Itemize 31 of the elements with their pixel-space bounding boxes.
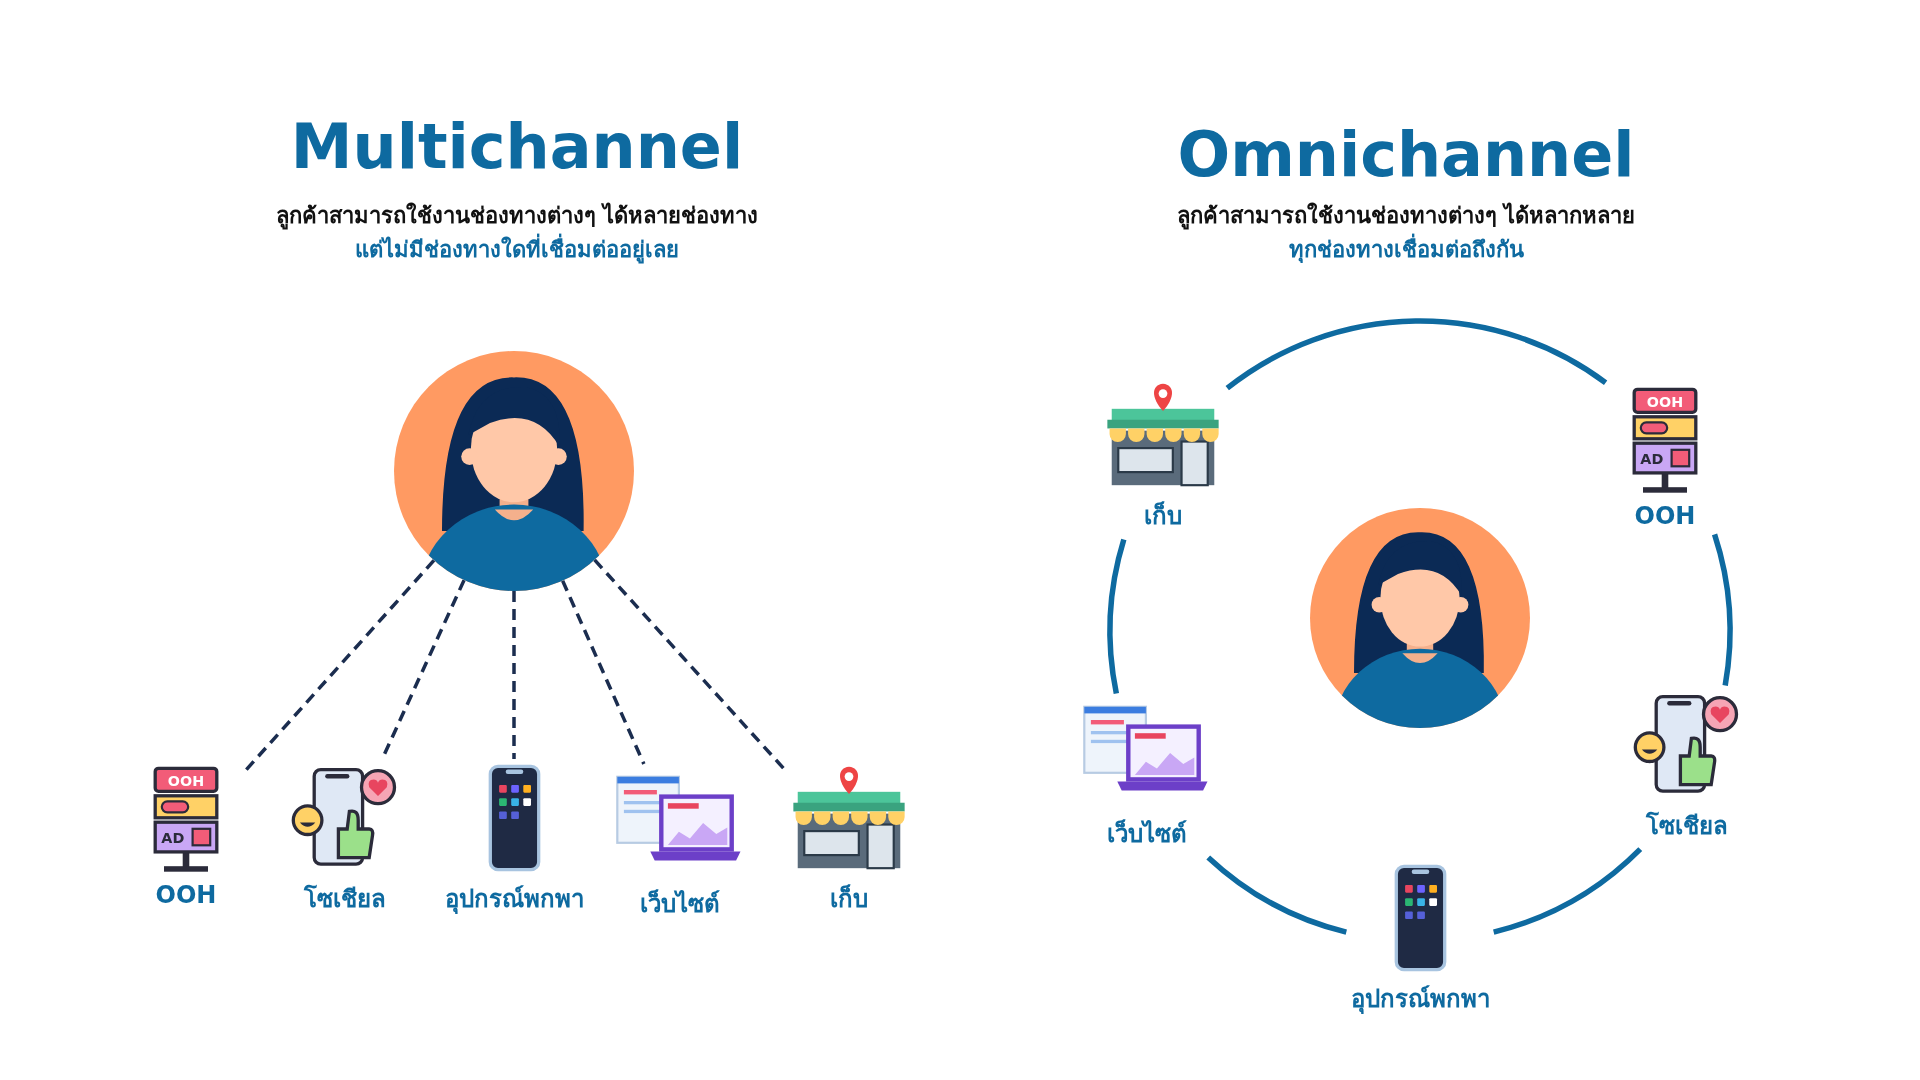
heading: Multichannel	[290, 110, 744, 183]
channel-label: โซเชียล	[1646, 810, 1728, 842]
channel-label: OOH	[155, 881, 217, 909]
channel-label: เว็บไซต์	[1107, 818, 1187, 850]
sign-text: AD	[1640, 451, 1664, 468]
dashed-connector	[512, 591, 516, 759]
ring-arc	[1206, 855, 1348, 935]
person-avatar	[394, 351, 634, 591]
channel-label: OOH	[1634, 502, 1696, 530]
subheading: ลูกค้าสามารถใช้งานช่องทางต่างๆ ได้หลากหลาย	[1176, 201, 1636, 232]
heading: Omnichannel	[1177, 118, 1635, 191]
sign-text: OOH	[167, 772, 205, 789]
subheading: แต่ไม่มีช่องทางใดที่เชื่อมต่ออยู่เลย	[355, 232, 679, 267]
subheading: ลูกค้าสามารถใช้งานช่องทางต่างๆ ได้หลายช่องทาง	[275, 201, 759, 232]
dashed-connector	[243, 559, 436, 773]
ring-arc	[1225, 318, 1608, 391]
channel-label: โซเชียล	[304, 883, 386, 915]
person-avatar	[1310, 508, 1530, 728]
channel-label: อุปกรณ์พกพา	[444, 884, 584, 916]
ring-arc	[1107, 538, 1127, 694]
channel-label: เก็บ	[1144, 500, 1182, 532]
subheading: ทุกช่องทางเชื่อมต่อถึงกัน	[1288, 232, 1524, 267]
ring-arc	[1492, 847, 1643, 935]
sign-text: OOH	[1646, 393, 1684, 410]
dashed-connector	[561, 580, 646, 765]
dashed-connector	[593, 558, 787, 772]
ring-arc	[1711, 533, 1733, 686]
channel-label: เว็บไซต์	[640, 888, 720, 920]
channel-label: อุปกรณ์พกพา	[1350, 984, 1490, 1016]
sign-text: AD	[161, 830, 185, 847]
channel-label: เก็บ	[830, 883, 868, 915]
